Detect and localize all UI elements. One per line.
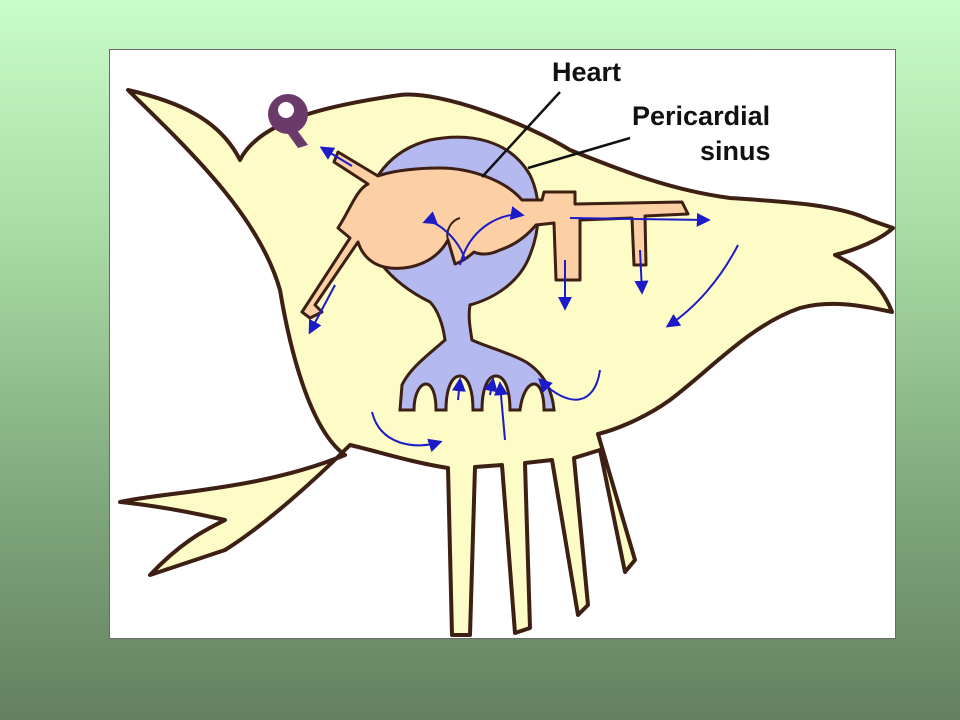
flow-arrow-icon <box>634 249 649 295</box>
circulation-diagram: Heart Pericardial sinus <box>118 57 895 637</box>
flow-arrow-icon <box>483 377 498 396</box>
flow-arrow-icon <box>538 369 601 401</box>
flow-arrow-icon <box>665 244 739 328</box>
sinus-pointer-line <box>527 136 631 170</box>
heart-pointer-line <box>481 91 561 178</box>
flow-arrow-icon <box>371 411 443 453</box>
figure-panel: Heart Pericardial sinus <box>109 49 896 639</box>
flow-arrow-icon <box>459 206 525 266</box>
ovary-icon <box>268 94 308 148</box>
flow-arrow-icon <box>494 381 508 441</box>
flow-arrow-icon <box>569 212 711 227</box>
flow-arrow-icon <box>308 284 336 335</box>
heart-shape <box>300 150 690 320</box>
pericardial-label: Pericardial <box>632 101 770 131</box>
heart-label: Heart <box>552 57 621 87</box>
flow-arrow-icon <box>319 146 353 167</box>
sinus-label: sinus <box>700 136 771 166</box>
flow-arrows <box>308 146 739 453</box>
flow-arrow-icon <box>451 377 466 401</box>
